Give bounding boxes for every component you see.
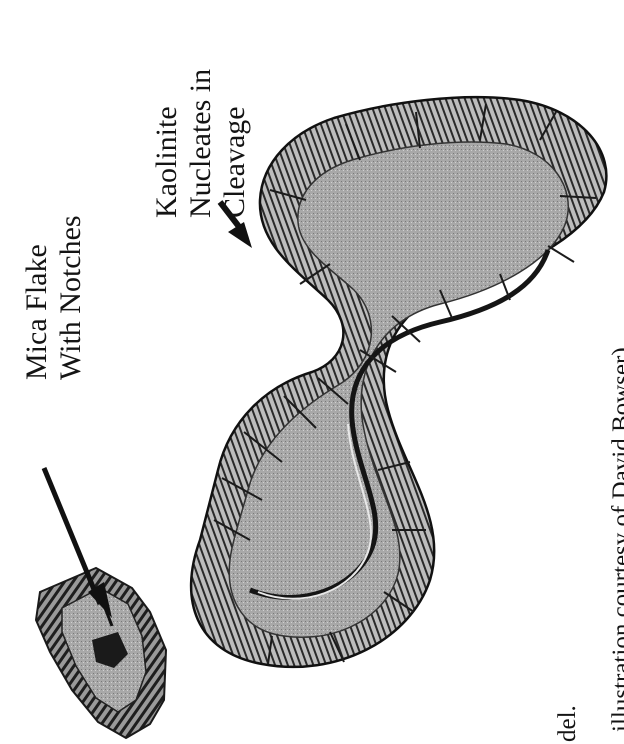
credit-text: illustration courtesy of David Bowser) [608, 347, 624, 732]
caption-fragment: del. [554, 705, 582, 742]
caption-fragment-text: del. [554, 705, 581, 742]
kaolinite-label-line-3: Cleavage [218, 69, 252, 218]
mica-label-line-2: With Notches [54, 215, 88, 380]
kaolinite-label-line-1: Kaolinite [150, 69, 184, 218]
illustration-credit: illustration courtesy of David Bowser) [608, 347, 624, 732]
kaolinite-stack-icon [191, 97, 606, 667]
mica-label-line-1: Mica Flake [20, 215, 54, 380]
kaolinite-label-line-2: Nucleates in [184, 69, 218, 218]
mica-flake-label: Mica Flake With Notches [20, 215, 88, 380]
kaolinite-label: Kaolinite Nucleates in Cleavage [150, 69, 252, 218]
